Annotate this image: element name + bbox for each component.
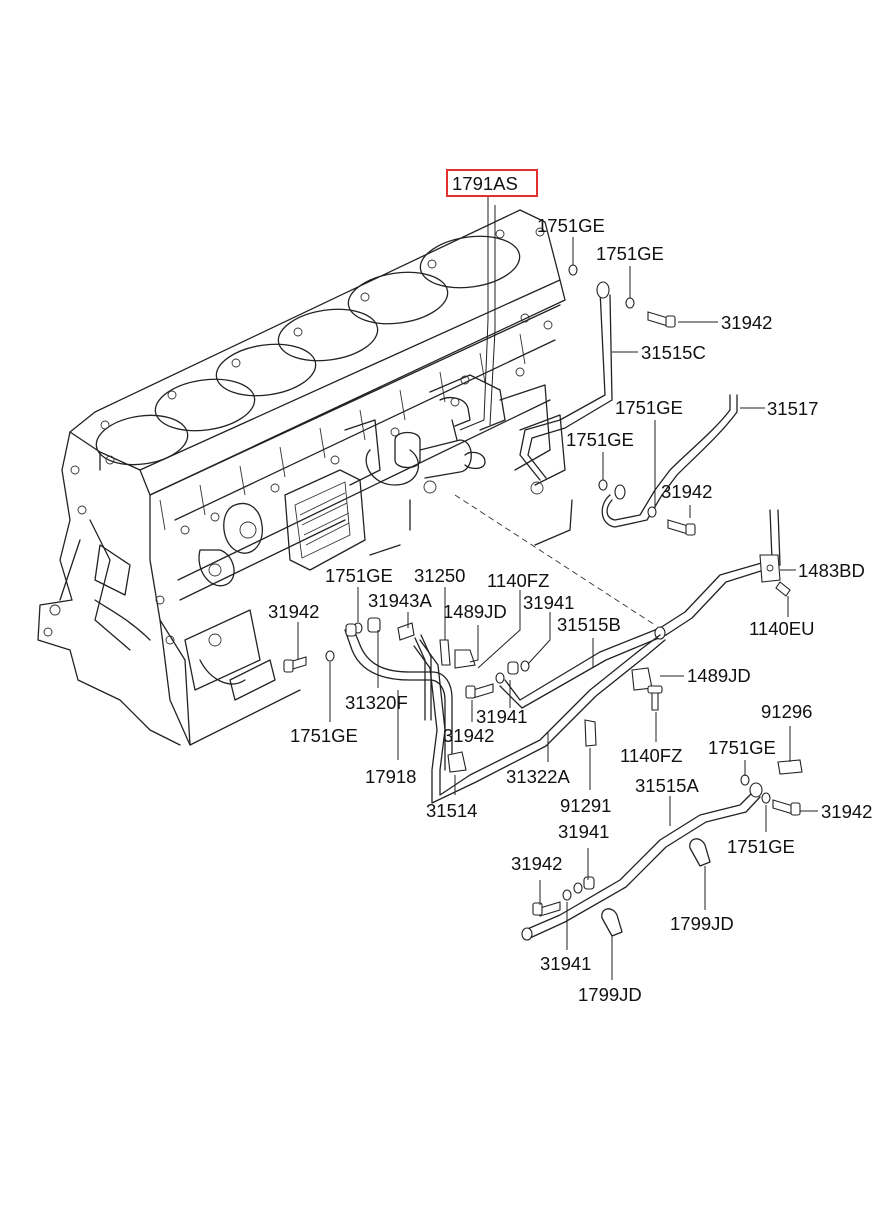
part-label[interactable]: 31515A [635,775,699,796]
part-label[interactable]: 31942 [268,601,319,622]
part-label[interactable]: 31942 [443,725,494,746]
part-labels: 1791AS 1751GE 1751GE 31942 31515C 1751GE… [268,169,872,1005]
highlighted-part-label[interactable]: 1791AS [452,173,518,194]
part-label[interactable]: 31943A [368,590,432,611]
part-label[interactable]: 1140FZ [487,570,549,591]
part-label[interactable]: 31942 [511,853,562,874]
part-label[interactable]: 1751GE [537,215,605,236]
small-parts [283,264,803,917]
part-label[interactable]: 31942 [661,481,712,502]
part-label[interactable]: 31320F [345,692,408,713]
part-label[interactable]: 31514 [426,800,477,821]
part-label[interactable]: 1140FZ [620,745,682,766]
part-label[interactable]: 1751GE [615,397,683,418]
part-label[interactable]: 91296 [761,701,812,722]
part-label[interactable]: 1751GE [325,565,393,586]
part-label[interactable]: 31941 [558,821,609,842]
part-label[interactable]: 1751GE [727,836,795,857]
part-label[interactable]: 31515B [557,614,621,635]
part-label[interactable]: 31517 [767,398,818,419]
part-label[interactable]: 31515C [641,342,706,363]
part-label[interactable]: 1799JD [670,913,734,934]
part-label[interactable]: 91291 [560,795,611,816]
part-label[interactable]: 17918 [365,766,416,787]
highlight-box [446,169,538,197]
engine-block [37,209,656,746]
part-label[interactable]: 1751GE [708,737,776,758]
part-label[interactable]: 31250 [414,565,465,586]
part-label[interactable]: 1751GE [596,243,664,264]
part-label[interactable]: 1751GE [290,725,358,746]
part-label[interactable]: 1483BD [798,560,865,581]
part-label[interactable]: 31941 [476,706,527,727]
part-label[interactable]: 31941 [523,592,574,613]
part-label[interactable]: 31942 [721,312,772,333]
part-label[interactable]: 1799JD [578,984,642,1005]
part-label[interactable]: 31322A [506,766,570,787]
leader-lines [297,195,818,980]
part-label[interactable]: 1140EU [749,618,814,639]
part-label[interactable]: 31941 [540,953,591,974]
part-label[interactable]: 1489JD [443,601,507,622]
part-label[interactable]: 1489JD [687,665,751,686]
part-label[interactable]: 1751GE [566,429,634,450]
part-label[interactable]: 31942 [821,801,872,822]
